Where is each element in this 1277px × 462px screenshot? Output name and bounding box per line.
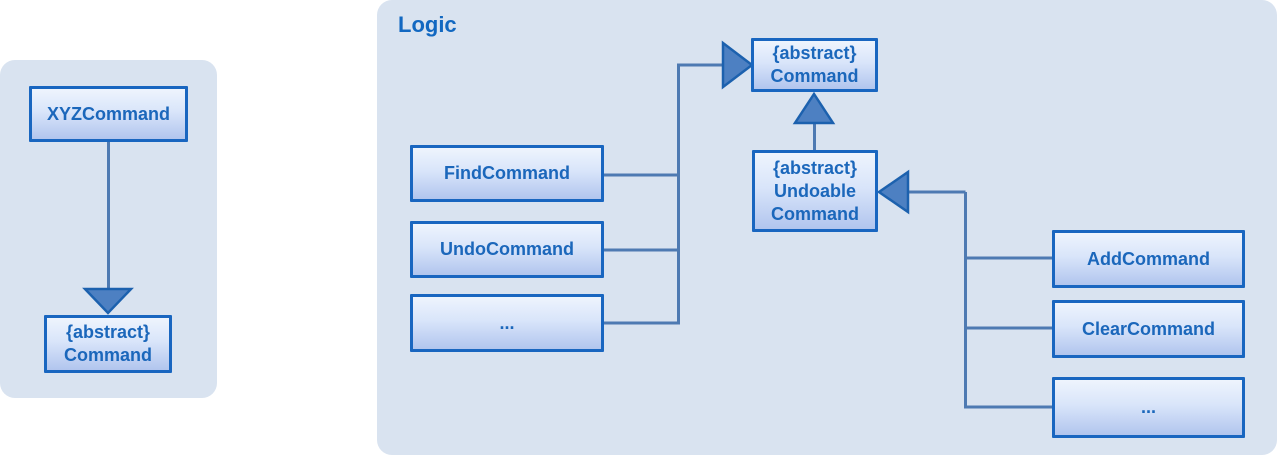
class-box-addcommand: AddCommand (1052, 230, 1245, 288)
class-box-undocommand: UndoCommand (410, 221, 604, 278)
class-box-ellipsis-left: ... (410, 294, 604, 352)
class-box-clearcommand: ClearCommand (1052, 300, 1245, 358)
logic-panel-title: Logic (398, 12, 457, 37)
class-box-xyzcommand: XYZCommand (29, 86, 188, 142)
class-box-abstract-command: {abstract} Command (751, 38, 878, 92)
class-box-ellipsis-right: ... (1052, 377, 1245, 438)
class-box-findcommand: FindCommand (410, 145, 604, 202)
class-box-abstract-command-left: {abstract} Command (44, 315, 172, 373)
class-box-abstract-undoablecommand: {abstract} Undoable Command (752, 150, 878, 232)
